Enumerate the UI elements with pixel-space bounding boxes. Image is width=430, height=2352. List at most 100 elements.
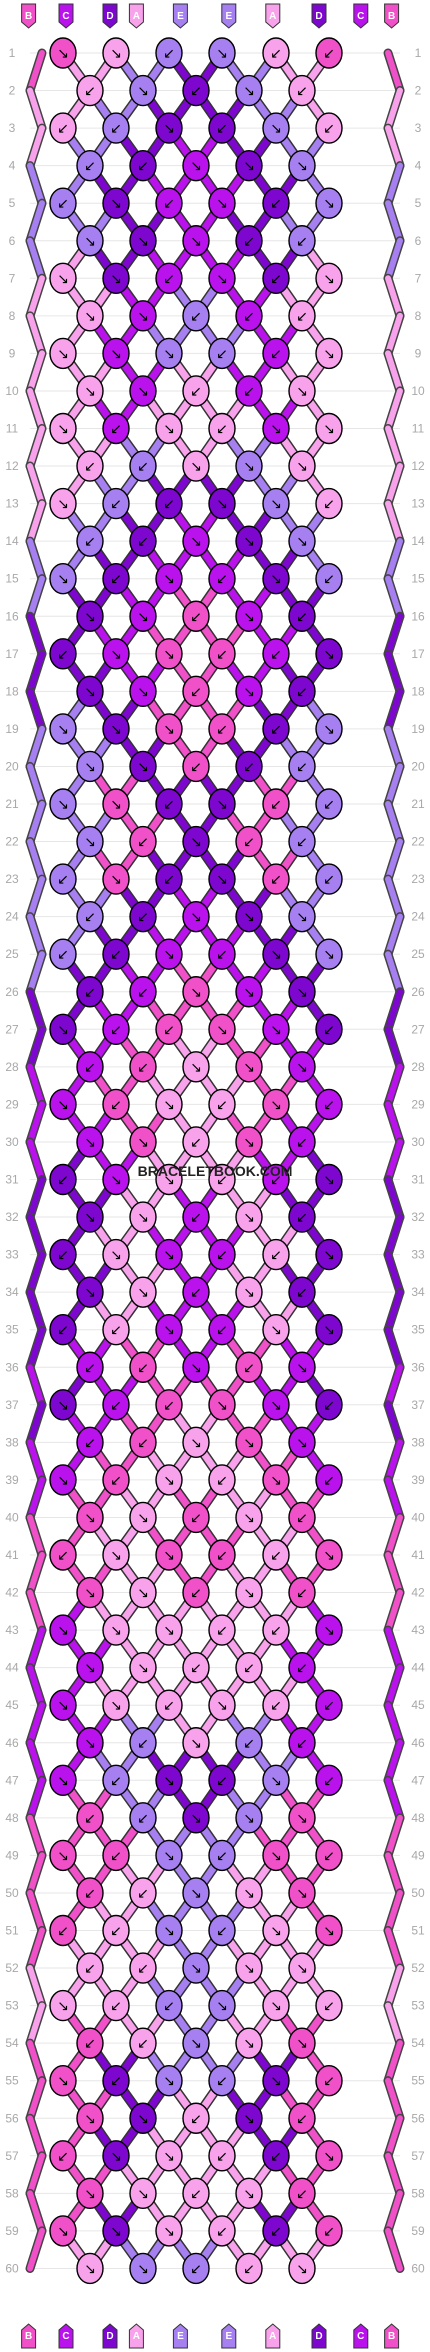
knot-arrow-icon: ↘ [243, 2036, 255, 2052]
knot-arrow-icon: ↘ [270, 1473, 282, 1489]
knot-arrow-icon: ↘ [57, 797, 69, 813]
knot [102, 2215, 130, 2247]
knot-arrow-icon: ↘ [163, 947, 175, 963]
knot [76, 675, 104, 708]
row-number-right: 51 [411, 1924, 425, 1938]
knot [76, 1802, 104, 1834]
edge-thread [27, 1664, 45, 1709]
knot-arrow-icon: ↙ [190, 759, 202, 775]
knot [262, 487, 290, 520]
knot [315, 1764, 343, 1797]
knot-arrow-icon: ↙ [323, 572, 335, 588]
knot-arrow-icon: ↘ [163, 2224, 175, 2240]
knot [76, 2252, 104, 2285]
knot-arrow-icon: ↘ [84, 609, 96, 625]
knot [49, 2140, 77, 2172]
knot-arrow-icon: ↘ [216, 1022, 228, 1038]
knot [155, 112, 183, 144]
knot [102, 863, 130, 895]
knot [102, 1614, 130, 1646]
knot [129, 600, 157, 632]
knot-arrow-icon: ↙ [137, 985, 149, 1001]
strand-tab [384, 2323, 400, 2349]
knot-arrow-icon: ↘ [163, 572, 175, 588]
edge-thread [27, 500, 45, 545]
knot [235, 825, 263, 858]
knot-arrow-icon: ↘ [190, 1435, 202, 1451]
strand-letter: A [133, 2331, 140, 2342]
knot-arrow-icon: ↘ [137, 609, 149, 625]
knot-arrow-icon: ↙ [216, 346, 228, 362]
knot-arrow-icon: ↘ [84, 1736, 96, 1752]
knot [262, 1539, 290, 1571]
edge-thread [27, 801, 45, 845]
knot-arrow-icon: ↙ [163, 196, 175, 212]
strand-letter: A [269, 11, 276, 22]
knot-arrow-icon: ↙ [190, 1510, 202, 1526]
row-number-left: 52 [5, 1961, 19, 1975]
knot-arrow-icon: ↘ [110, 872, 122, 888]
edge-thread [27, 1401, 45, 1446]
knot-arrow-icon: ↘ [216, 1698, 228, 1714]
edge-thread [385, 1927, 403, 1972]
knot [235, 1276, 263, 1308]
edge-thread [385, 200, 403, 244]
edge-thread [385, 50, 403, 94]
row-number-right: 48 [411, 1811, 425, 1825]
edge-thread [385, 1026, 403, 1070]
knot-arrow-icon: ↘ [216, 1999, 228, 2015]
knot-arrow-icon: ↘ [163, 346, 175, 362]
knot-arrow-icon: ↙ [296, 1210, 308, 1226]
knot [76, 1651, 104, 1684]
strand-letter: C [357, 11, 364, 22]
knot-arrow-icon: ↙ [216, 2149, 228, 2165]
knot-arrow-icon: ↘ [270, 1323, 282, 1339]
knot [235, 225, 263, 257]
row-number-right: 37 [411, 1398, 425, 1412]
knot [76, 1501, 104, 1534]
edge-thread [27, 876, 45, 920]
knot-arrow-icon: ↙ [243, 759, 255, 775]
knot [76, 1126, 104, 1158]
knot-arrow-icon: ↘ [323, 2149, 335, 2165]
knot [102, 1389, 130, 1421]
knot-arrow-icon: ↙ [270, 797, 282, 813]
knot [262, 1914, 290, 1947]
row-number-right: 27 [411, 1022, 425, 1036]
edge-thread [27, 763, 45, 807]
knot-arrow-icon: ↘ [84, 1586, 96, 1602]
strand-tab [58, 2323, 74, 2349]
knot [102, 112, 130, 144]
edge-thread [27, 237, 45, 282]
knot-arrow-icon: ↙ [163, 497, 175, 513]
knot-arrow-icon: ↙ [190, 2186, 202, 2202]
strand-letter: D [315, 11, 322, 22]
knot [182, 1501, 210, 1534]
knot [182, 149, 210, 182]
edge-thread [27, 1927, 45, 1972]
knot-arrow-icon: ↙ [110, 1848, 122, 1864]
row-number-left: 36 [5, 1360, 19, 1374]
edge-thread [27, 125, 45, 169]
row-number-left: 15 [5, 572, 19, 586]
knot-arrow-icon: ↙ [84, 459, 96, 475]
row-number-right: 46 [411, 1736, 425, 1750]
knot [315, 1163, 343, 1196]
edge-thread [385, 1401, 403, 1446]
knot-arrow-icon: ↘ [110, 2224, 122, 2240]
knot-arrow-icon: ↘ [270, 1999, 282, 2015]
knot [315, 1614, 343, 1646]
knot-arrow-icon: ↘ [243, 84, 255, 100]
strand-tab [102, 3, 118, 29]
edge-thread [27, 463, 45, 507]
knot-arrow-icon: ↘ [110, 1698, 122, 1714]
edge-thread [27, 725, 45, 770]
knot-arrow-icon: ↘ [190, 1360, 202, 1376]
row-number-left: 20 [5, 759, 19, 773]
knot [129, 1126, 157, 1158]
edge-thread [27, 1176, 45, 1221]
edge-thread [27, 1889, 45, 1934]
knot [129, 225, 157, 257]
knot [102, 563, 130, 595]
